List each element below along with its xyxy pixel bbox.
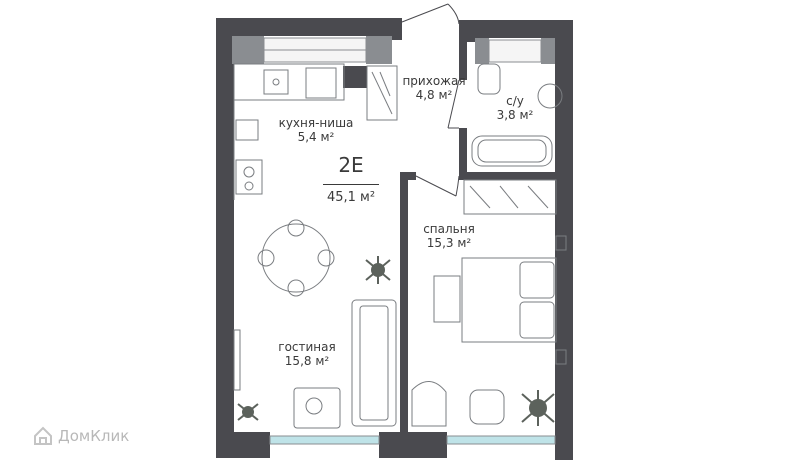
room-area: 15,3 м² (426, 236, 472, 250)
window-top-right (475, 38, 555, 64)
room-label-bedroom: спальня 15,3 м² (420, 222, 478, 250)
unit-divider (323, 184, 379, 185)
room-label-bath: с/у 3,8 м² (492, 94, 538, 122)
kitchen-counter (233, 63, 345, 200)
room-name: спальня (423, 222, 475, 236)
room-name: гостиная (278, 340, 336, 354)
room-area: 3,8 м² (496, 108, 534, 122)
room-label-living: гостиная 15,8 м² (276, 340, 338, 368)
hall-wardrobe (366, 65, 398, 121)
bedroom-door (415, 175, 460, 197)
bathroom-fixtures (471, 63, 563, 167)
plant-living-2 (237, 403, 259, 421)
room-area: 5,4 м² (297, 130, 335, 144)
bedroom-wardrobe (463, 179, 557, 215)
unit-area: 45,1 м² (326, 190, 376, 205)
room-label-hall: прихожая 4,8 м² (400, 74, 468, 102)
room-name: с/у (506, 94, 524, 108)
plant-bedroom (521, 390, 555, 426)
interior-walls (343, 20, 573, 442)
bath-door (447, 79, 460, 129)
exterior-walls (216, 18, 573, 460)
sofa (351, 299, 397, 427)
bed (433, 235, 567, 365)
coffee-table (293, 387, 341, 429)
watermark-text: ДомКлик (58, 427, 130, 445)
room-name: кухня-ниша (278, 116, 354, 130)
dining-set (257, 219, 335, 297)
unit-summary: 2E 45,1 м² (315, 150, 387, 212)
window-bottom (269, 435, 556, 445)
house-logo-icon (34, 426, 52, 445)
entrance-door (401, 3, 460, 25)
room-name: прихожая (402, 74, 466, 88)
room-area: 15,8 м² (284, 354, 330, 368)
tv-stand (233, 329, 241, 391)
plant-living-1 (365, 256, 391, 284)
bedroom-armchair (411, 381, 505, 427)
room-label-kitchen: кухня-ниша 5,4 м² (276, 116, 356, 144)
window-top-left (232, 36, 392, 64)
unit-code: 2E (338, 153, 364, 177)
watermark: ДомКлик (32, 424, 129, 448)
room-area: 4,8 м² (415, 88, 453, 102)
